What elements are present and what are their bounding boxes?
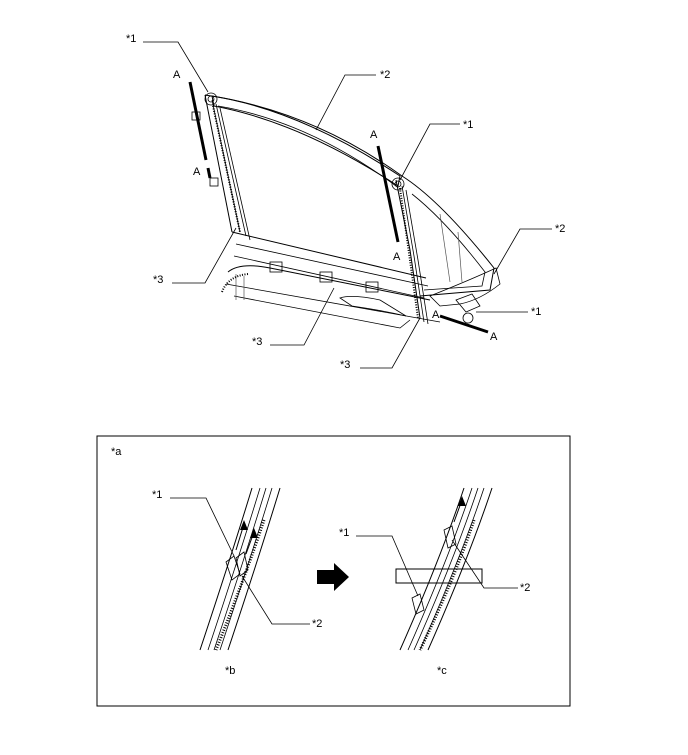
callout-top-3b: *3 <box>252 336 262 348</box>
callout-inset-b-2: *2 <box>312 618 322 630</box>
callout-top-2a: *2 <box>380 69 390 81</box>
inset-view-c <box>356 487 518 651</box>
inset-view-b <box>170 487 310 651</box>
callout-inset-c-1: *1 <box>339 527 349 539</box>
inset-frame <box>96 435 571 707</box>
window-glass <box>211 95 401 187</box>
section-line-front <box>188 81 208 161</box>
section-mark-4: A <box>393 251 401 263</box>
inset-label: *a <box>111 446 122 458</box>
callout-top-2b: *2 <box>555 223 565 235</box>
view-label-b: *b <box>225 665 235 677</box>
callout-inset-c-2: *2 <box>520 582 530 594</box>
callout-top-3a: *3 <box>153 274 163 286</box>
section-mark-5: A <box>432 309 440 321</box>
top-leaders <box>143 41 552 369</box>
section-mark-3: A <box>370 129 378 141</box>
section-mark-2: A <box>193 166 201 178</box>
section-line-lower <box>439 314 489 334</box>
section-mark-6: A <box>490 331 498 343</box>
callout-top-1a: *1 <box>126 33 136 45</box>
callout-top-1c: *1 <box>531 306 541 318</box>
callout-top-1b: *1 <box>463 119 473 131</box>
door-frame-illustration <box>191 92 501 329</box>
process-arrow-icon <box>317 563 349 591</box>
section-line-rear <box>376 145 400 243</box>
view-label-c: *c <box>437 665 447 677</box>
section-mark-1: A <box>173 69 181 81</box>
callout-inset-b-1: *1 <box>152 489 162 501</box>
callout-top-3c: *3 <box>340 359 350 371</box>
section-lines: A A A A A A <box>173 69 498 343</box>
